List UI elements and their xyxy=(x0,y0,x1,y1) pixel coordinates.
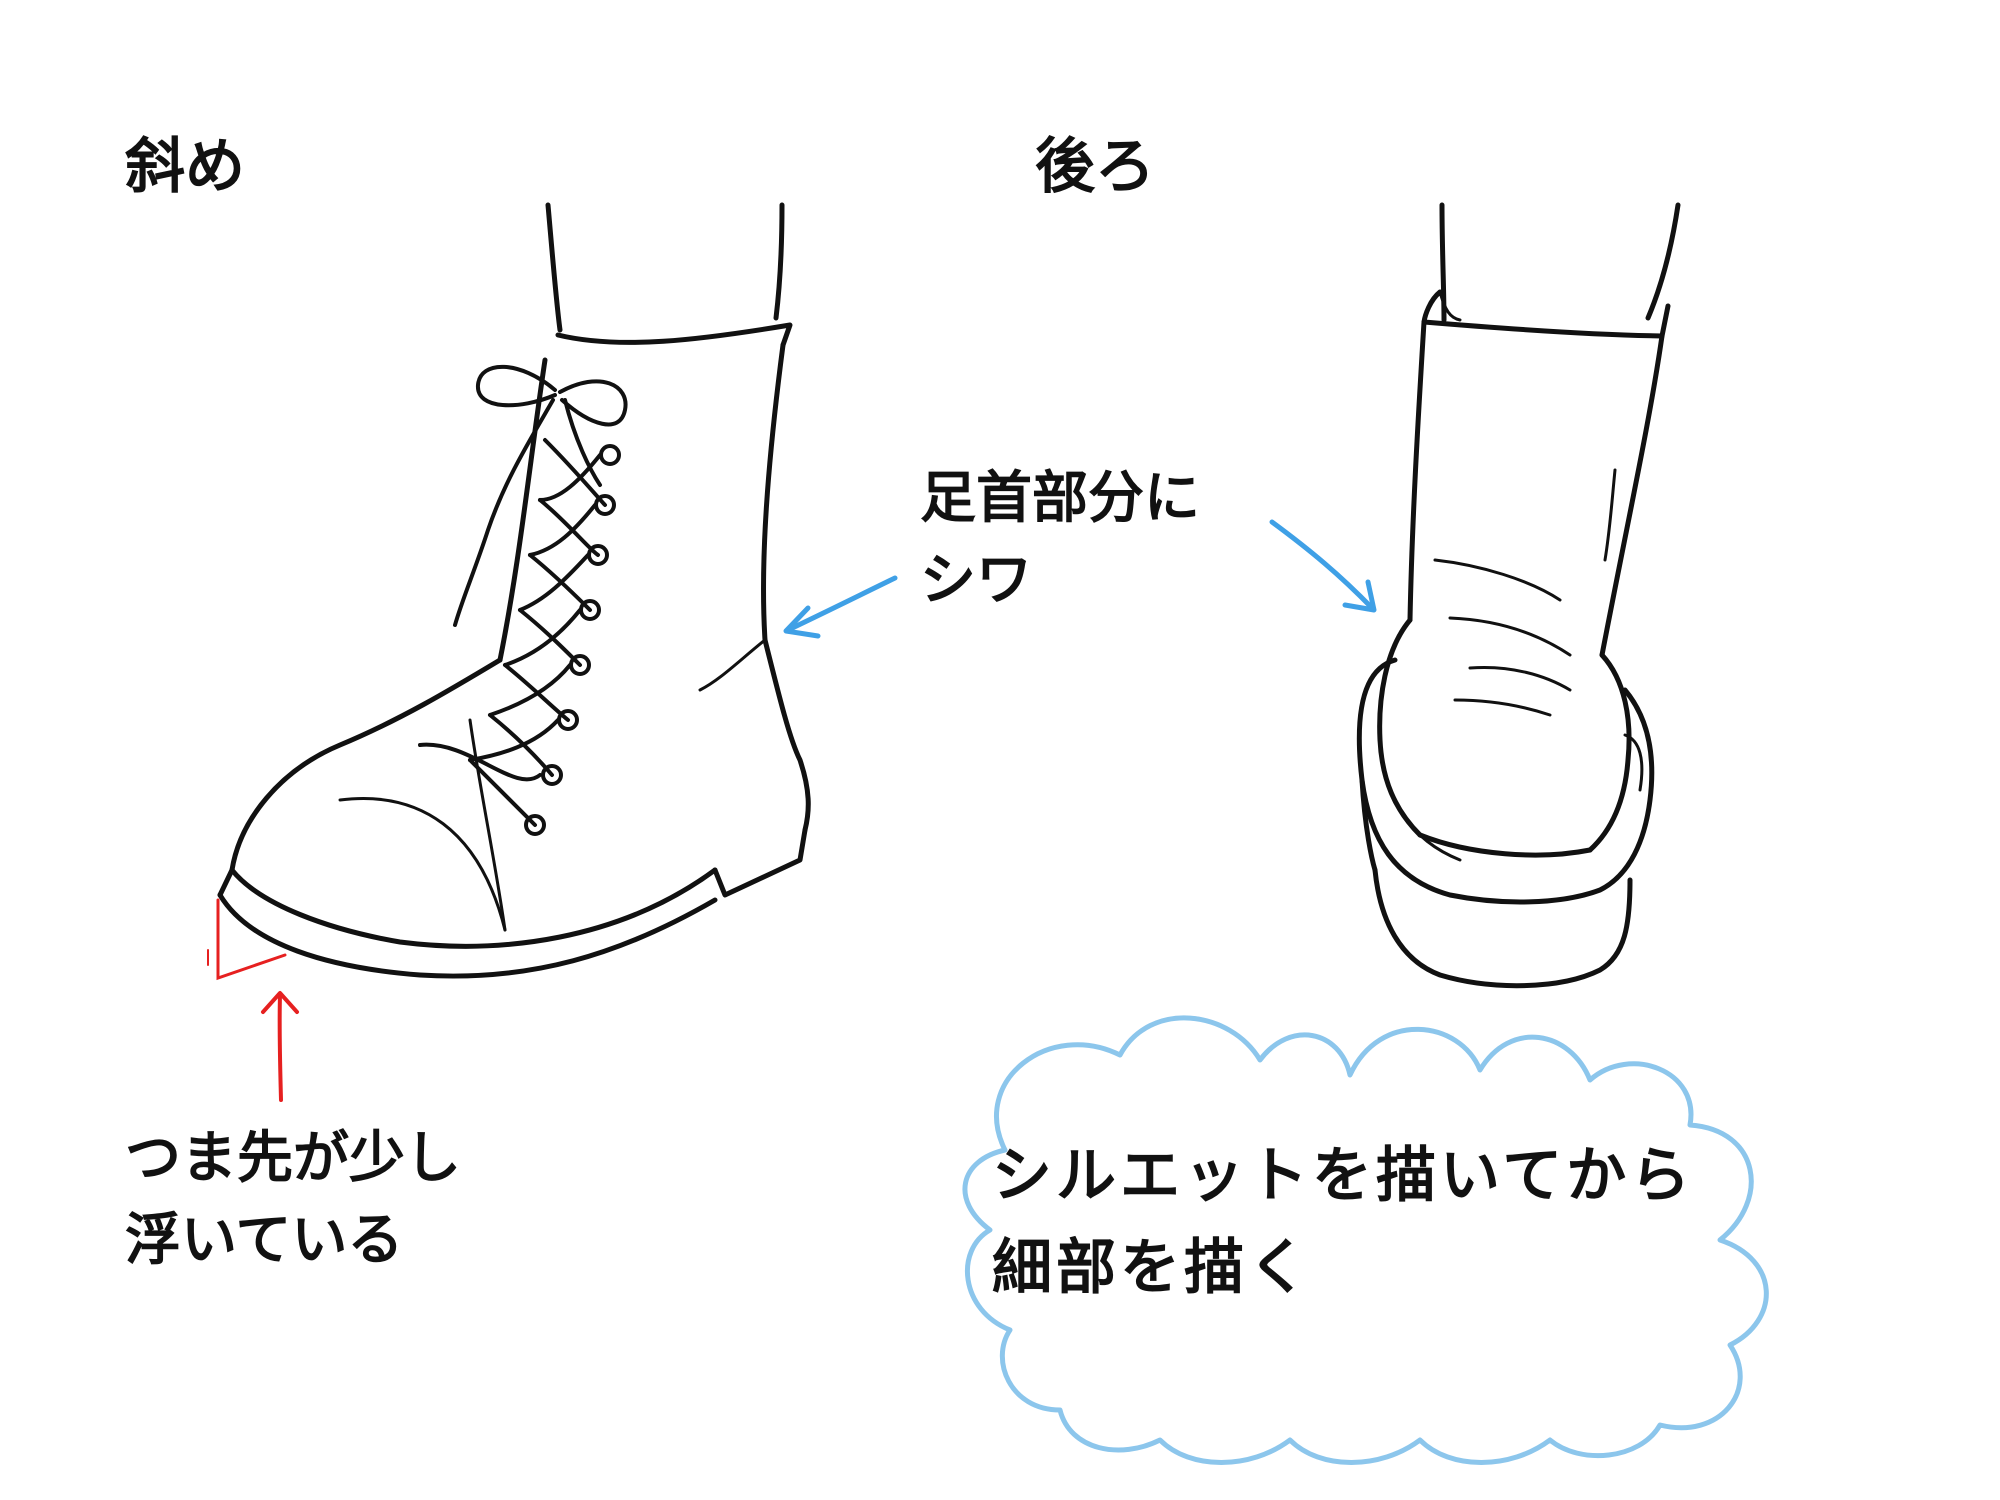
title-back: 後ろ xyxy=(1035,132,1155,202)
leg-line-right xyxy=(773,202,785,321)
boot-back-shaft-inner xyxy=(1438,290,1462,322)
toe-lift-marker xyxy=(207,898,287,981)
boot-shaft-back xyxy=(761,342,786,643)
arrow-icon xyxy=(783,575,898,639)
tip-bubble-line2: 細部を描く xyxy=(992,1233,1312,1303)
ankle-wrinkle-line1: 足首部分に xyxy=(920,466,1200,531)
boot-back-heel-left-edge xyxy=(1359,777,1378,873)
boot-oblique xyxy=(217,202,811,979)
boot-back-heel-right xyxy=(1587,652,1632,853)
arrow-icon xyxy=(1269,519,1377,613)
leg-line-left xyxy=(545,202,563,333)
boot-laces xyxy=(418,438,607,827)
tip-bubble-line1: シルエットを描いてから xyxy=(992,1141,1695,1211)
arrow-to-back-ankle xyxy=(1269,519,1375,611)
boot-sole-top xyxy=(229,867,718,949)
toe-lift-triangle xyxy=(216,898,287,981)
title-oblique: 斜め xyxy=(125,132,245,202)
tip-bubble-text: シルエットを描いてから 細部を描く xyxy=(992,1130,1694,1314)
boot-back-shaft-right xyxy=(1599,333,1665,658)
boot-heel-block xyxy=(712,827,808,898)
ankle-wrinkle-note: 足首部分に シワ xyxy=(920,458,1200,622)
boot-upper xyxy=(229,657,503,873)
boot-back-inner-right xyxy=(1603,468,1617,562)
boot-back-heel-block xyxy=(1372,867,1633,989)
boot-back-shaft-left xyxy=(1407,319,1427,623)
ankle-wrinkle-line2: シワ xyxy=(920,548,1032,613)
boot-sole-bottom xyxy=(217,892,718,979)
boot-back-shaft-top xyxy=(1421,289,1671,339)
boot-back-welt-outer xyxy=(1356,657,1655,905)
arrow-up-icon xyxy=(261,991,299,1102)
boot-back-welt-inner xyxy=(1378,738,1462,862)
boot-back xyxy=(1356,202,1681,989)
toe-lift-line1: つま先が少し xyxy=(125,1126,461,1191)
boot-sole-toe xyxy=(217,867,235,898)
boot-back-heel-rim xyxy=(1417,832,1593,858)
cloud-bubble xyxy=(962,1015,1769,1465)
boot-shaft-top xyxy=(555,322,793,348)
boot-ankle-wrinkle xyxy=(698,638,767,692)
boot-toe-cap xyxy=(338,797,507,932)
boot-back-wrinkles xyxy=(1433,558,1572,717)
boot-vamp-line xyxy=(468,718,507,932)
boot-back-welt-side xyxy=(1623,733,1644,792)
arrow-to-oblique-ankle xyxy=(785,575,898,633)
leg-line-left-back xyxy=(1439,202,1447,323)
boot-back-heel-left xyxy=(1377,617,1423,838)
toe-lift-line2: 浮いている xyxy=(125,1208,404,1273)
toe-lift-note: つま先が少し 浮いている xyxy=(125,1118,461,1282)
boot-heel-counter xyxy=(762,637,811,833)
boot-lace-bow xyxy=(453,364,628,627)
leg-line-right-back xyxy=(1645,202,1681,321)
